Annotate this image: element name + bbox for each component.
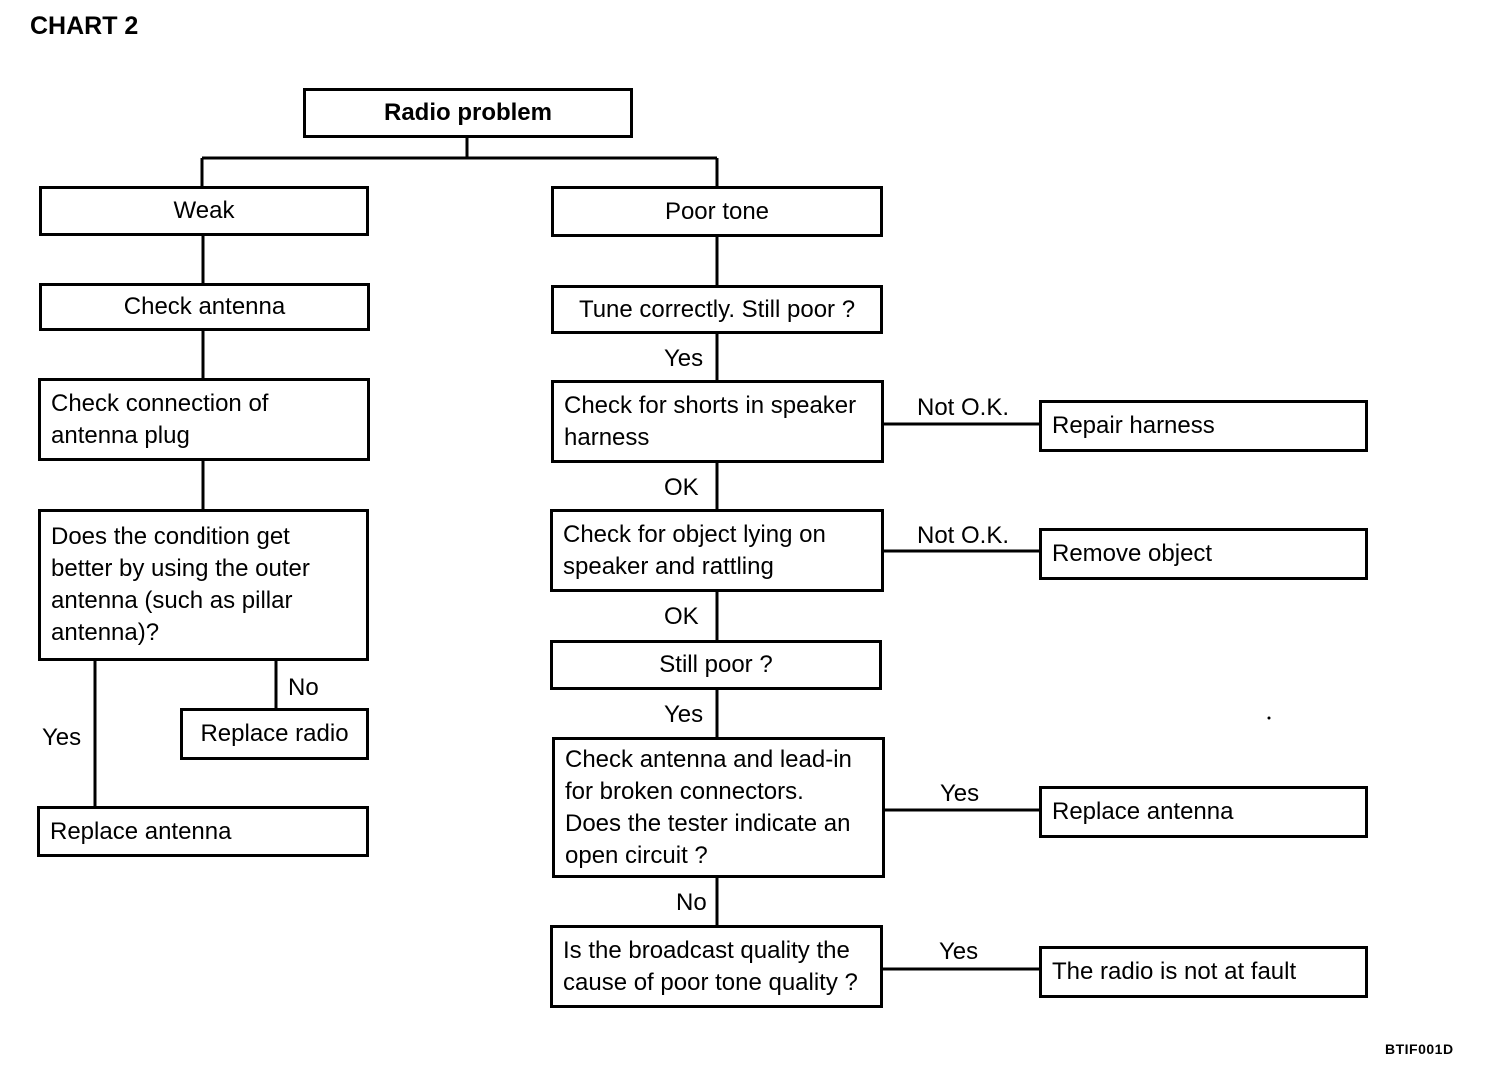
node-check-antenna: Check antenna bbox=[39, 283, 370, 331]
node-check-object-label: Check for object lying on speaker and ra… bbox=[563, 520, 826, 580]
node-still-poor: Still poor ? bbox=[550, 640, 882, 690]
node-replace-antenna-right-label: Replace antenna bbox=[1052, 798, 1234, 825]
edge-label-ok-after-shorts: OK bbox=[664, 474, 699, 501]
node-replace-antenna-right: Replace antenna bbox=[1039, 786, 1368, 838]
node-replace-antenna-left-label: Replace antenna bbox=[50, 817, 232, 845]
figure-code: BTIF001D bbox=[1385, 1041, 1454, 1057]
node-replace-radio: Replace radio bbox=[180, 708, 369, 760]
node-radio-problem: Radio problem bbox=[303, 88, 633, 138]
edge-label-no-open-circuit: No bbox=[676, 889, 707, 916]
node-broadcast-quality-label: Is the broadcast quality the cause of po… bbox=[563, 936, 858, 996]
node-tune-correctly-label: Tune correctly. Still poor ? bbox=[578, 295, 856, 323]
edge-label-yes-replace-antenna: Yes bbox=[42, 724, 82, 751]
edge-label-yes-after-still-poor: Yes bbox=[664, 701, 704, 728]
edge-label-ok-after-object: OK bbox=[664, 603, 699, 630]
node-check-shorts-label: Check for shorts in speaker harness bbox=[564, 391, 857, 451]
edge-label-no-replace-radio: No bbox=[288, 674, 319, 701]
node-check-connection-label: Check connection of antenna plug bbox=[51, 389, 269, 449]
node-still-poor-label: Still poor ? bbox=[659, 651, 773, 678]
node-check-shorts: Check for shorts in speaker harness bbox=[551, 380, 884, 463]
node-replace-antenna-left: Replace antenna bbox=[37, 806, 369, 857]
edge-label-not-ok-shorts: Not O.K. bbox=[917, 394, 1010, 421]
edge-label-yes-broadcast: Yes bbox=[939, 938, 979, 965]
node-check-connection: Check connection of antenna plug bbox=[38, 378, 370, 461]
node-replace-radio-label: Replace radio bbox=[200, 720, 349, 747]
node-poor-tone: Poor tone bbox=[551, 186, 883, 237]
node-check-object: Check for object lying on speaker and ra… bbox=[550, 509, 884, 592]
chart-title: CHART 2 bbox=[30, 12, 139, 40]
node-remove-object-label: Remove object bbox=[1052, 540, 1213, 567]
node-weak: Weak bbox=[39, 186, 369, 236]
node-remove-object: Remove object bbox=[1039, 528, 1368, 580]
node-not-at-fault-label: The radio is not at fault bbox=[1052, 958, 1297, 985]
node-check-antenna-leadin-label: Check antenna and lead-in for broken con… bbox=[565, 745, 852, 869]
node-radio-problem-label: Radio problem bbox=[383, 99, 552, 126]
node-check-antenna-label: Check antenna bbox=[123, 293, 286, 320]
node-broadcast-quality: Is the broadcast quality the cause of po… bbox=[550, 925, 883, 1008]
node-repair-harness: Repair harness bbox=[1039, 400, 1368, 452]
node-repair-harness-label: Repair harness bbox=[1052, 412, 1215, 439]
node-not-at-fault: The radio is not at fault bbox=[1039, 946, 1368, 998]
edge-label-yes-open-circuit: Yes bbox=[940, 780, 980, 807]
stray-dot bbox=[1267, 716, 1271, 720]
node-tune-correctly: Tune correctly. Still poor ? bbox=[551, 285, 883, 334]
node-check-antenna-leadin: Check antenna and lead-in for broken con… bbox=[552, 737, 885, 878]
node-condition-better-label: Does the condition get better by using t… bbox=[51, 523, 310, 646]
edge-label-not-ok-object: Not O.K. bbox=[917, 522, 1010, 549]
edge-label-yes-after-tune: Yes bbox=[664, 345, 704, 372]
node-poor-tone-label: Poor tone bbox=[664, 197, 770, 225]
node-condition-better: Does the condition get better by using t… bbox=[38, 509, 369, 661]
node-weak-label: Weak bbox=[173, 197, 235, 224]
